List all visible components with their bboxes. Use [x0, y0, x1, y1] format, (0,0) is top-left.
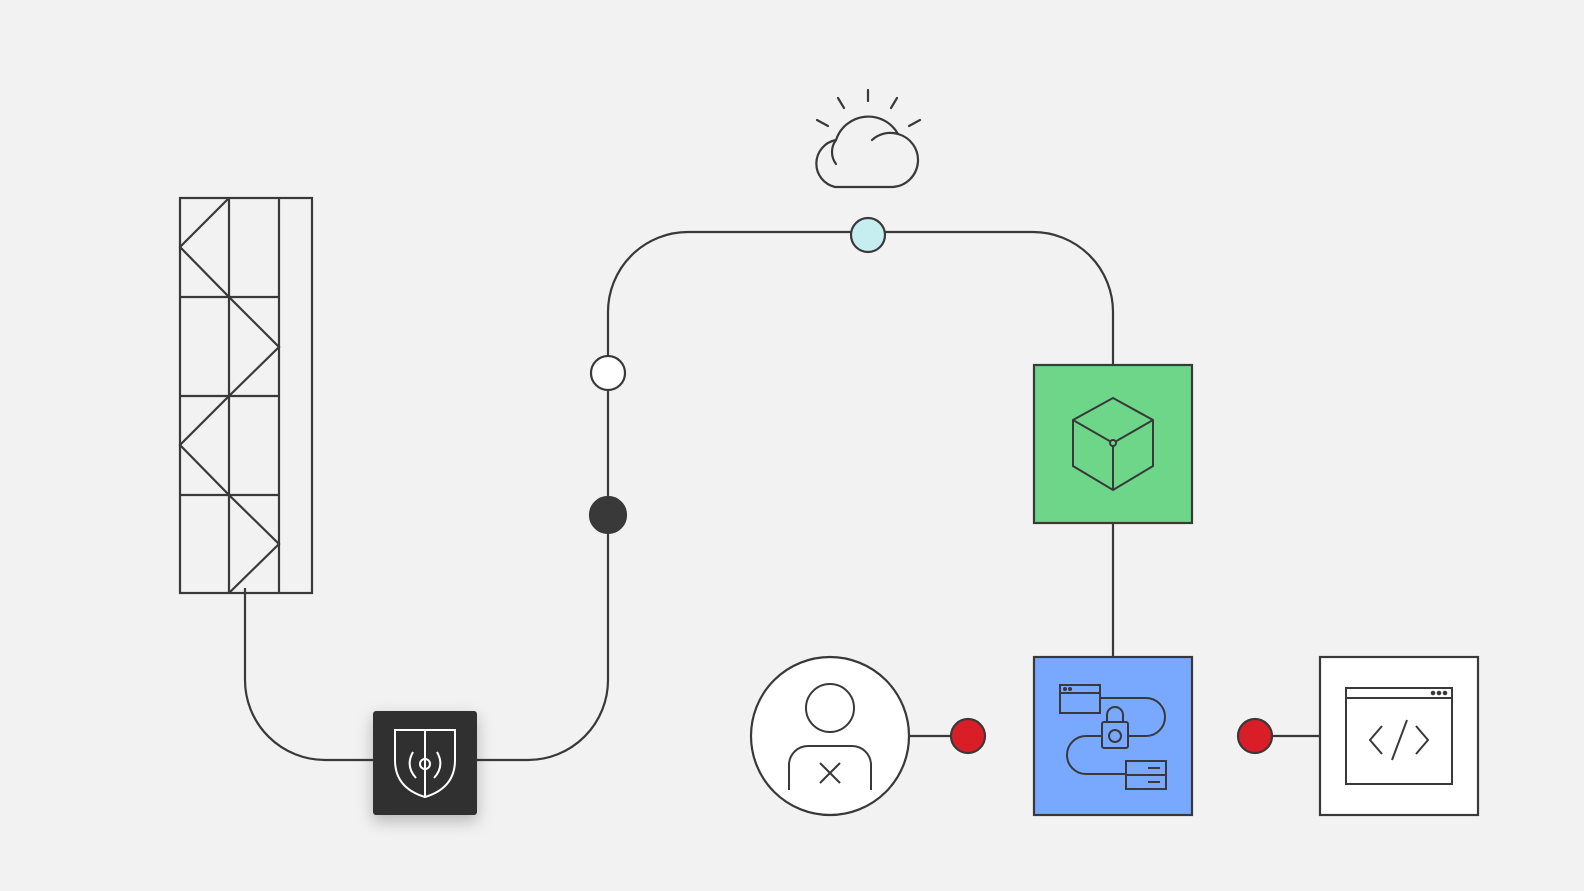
code-app-node: [1318, 655, 1480, 817]
secure-connection-icon: [1059, 684, 1167, 790]
blocked-user-node: [749, 655, 911, 817]
connector-shield-to-cloud-loop: [476, 230, 1115, 762]
code-browser-icon: [1345, 687, 1453, 785]
user-x-icon: [788, 683, 872, 790]
open-connection-point: [589, 354, 627, 392]
filled-connection-point: [588, 495, 628, 535]
security-node: [373, 711, 477, 815]
cube-icon: [1072, 396, 1154, 492]
cloud-sun-icon: [815, 88, 922, 189]
container-node: [1032, 363, 1194, 525]
connector-rack-to-shield: [243, 588, 373, 762]
cloud-junction-point: [849, 216, 887, 254]
user-blocked-point: [949, 717, 987, 755]
secure-data-transfer-node: [1032, 655, 1194, 817]
server-rack-icon: [178, 196, 314, 595]
shield-icon: [394, 729, 456, 799]
app-blocked-point: [1236, 717, 1274, 755]
